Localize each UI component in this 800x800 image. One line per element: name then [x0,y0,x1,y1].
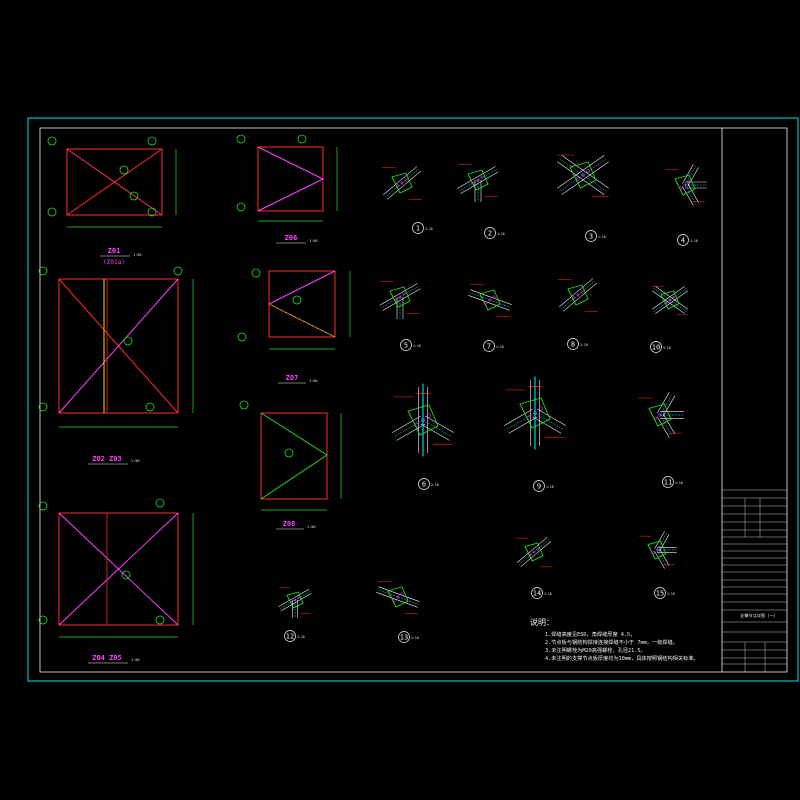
detail-number: 10 [652,344,660,352]
detail-number: 3 [589,233,593,241]
detail-number: 9 [537,483,541,491]
detail-label-circle [662,476,674,488]
detail-number: 14 [533,590,541,598]
frame-label-z06: Z06 [285,234,298,242]
frame-scale-z02: 1:50 [131,459,139,463]
general-notes: 说明： 1.焊缝高度见ESD，角焊缝厚度 4.5， 2.节点板与钢结构焊接连接焊… [530,617,699,662]
title-block: 支撑节点详图（一） [721,128,787,672]
frame-sublabel-z01: (Z01a) [103,259,125,266]
detail-scale: 1:10 [663,346,671,350]
detail-8: 8 1:10 [558,278,598,350]
detail-scale: 1:10 [598,235,606,239]
detail-6: 6 1:10 [392,383,454,490]
detail-3: 3 1:10 [557,154,609,242]
detail-scale: 1:10 [690,239,698,243]
note-line-3: 3.未注明螺栓为M20高强螺栓，孔径21.5。 [545,646,646,654]
detail-label-circle [484,227,496,239]
detail-label-circle [418,478,430,490]
detail-scale: 1:10 [544,592,552,596]
detail-label-circle [677,234,689,246]
detail-scale: 1:10 [667,592,675,596]
detail-label-circle [284,630,296,642]
detail-2: 2 1:10 [457,164,505,239]
detail-number: 13 [400,634,408,642]
detail-label-circle [585,230,597,242]
frame-scale-z01: 1:50 [133,253,141,257]
detail-scale: 1:10 [546,485,554,489]
frame-label-z04: Z04 Z05 [92,654,122,662]
detail-scale: 1:10 [497,232,505,236]
detail-7: 7 1:10 [468,284,512,352]
detail-label-circle [412,222,424,234]
detail-number: 5 [404,342,408,350]
notes-title: 说明： [530,617,554,627]
detail-number: 11 [664,479,672,487]
detail-label-circle [533,480,545,492]
detail-scale: 1:10 [496,345,504,349]
frame-label-z02: Z02 Z03 [92,455,122,463]
frame-label-z08: Z08 [283,520,296,528]
frame-z01: Z01 (Z01a) 1:50 [47,136,177,266]
frame-z06: Z06 1:50 [236,134,338,244]
frame-z08: Z08 1:50 [239,400,342,530]
note-line-1: 1.焊缝高度见ESD，角焊缝厚度 4.5， [545,630,635,638]
detail-label-circle [531,587,543,599]
outer-frame [27,117,799,682]
detail-label-circle [654,587,666,599]
detail-number: 1 [416,225,420,233]
detail-label-circle [567,338,579,350]
detail-scale: 1:10 [425,227,433,231]
inner-frame [39,127,788,673]
detail-1: 1 1:10 [382,166,433,234]
frame-z04: Z04 Z05 1:50 [38,498,194,664]
detail-number: 15 [656,590,664,598]
frame-z07: Z07 1:50 [237,268,351,384]
detail-number: 7 [487,343,491,351]
detail-label-circle [483,340,495,352]
note-line-2: 2.节点板与钢结构焊接连接焊缝不小于 7mm，一级焊缝。 [545,638,678,646]
frame-label-z07: Z07 [286,374,299,382]
frame-scale-z08: 1:50 [307,525,315,529]
frame-scale-z04: 1:50 [131,658,139,662]
detail-number: 4 [681,237,685,245]
detail-label-circle [400,339,412,351]
detail-number: 2 [488,230,492,238]
drawing-name: 支撑节点详图（一） [740,612,778,619]
detail-5: 5 1:10 [379,281,421,351]
detail-scale: 1:10 [413,344,421,348]
detail-scale: 1:10 [431,483,439,487]
detail-scale: 1:10 [411,636,419,640]
detail-scale: 1:10 [580,343,588,347]
detail-4: 4 1:10 [665,164,707,246]
detail-scale: 1:10 [297,635,305,639]
frame-label-z01: Z01 [108,247,121,255]
detail-9: 9 1:10 [504,376,566,492]
detail-number: 8 [571,341,575,349]
detail-label-circle [398,631,410,643]
detail-label-circle [650,341,662,353]
frame-scale-z07: 1:50 [309,379,317,383]
frame-scale-z06: 1:50 [309,239,317,243]
frame-z02: Z02 Z03 1:50 [38,266,194,465]
detail-number: 12 [286,633,294,641]
detail-number: 6 [422,481,426,489]
detail-scale: 1:10 [675,481,683,485]
note-line-4: 4.未注明的支撑节点板厚度均为10mm，具体按照钢结构相关标准。 [545,654,699,662]
